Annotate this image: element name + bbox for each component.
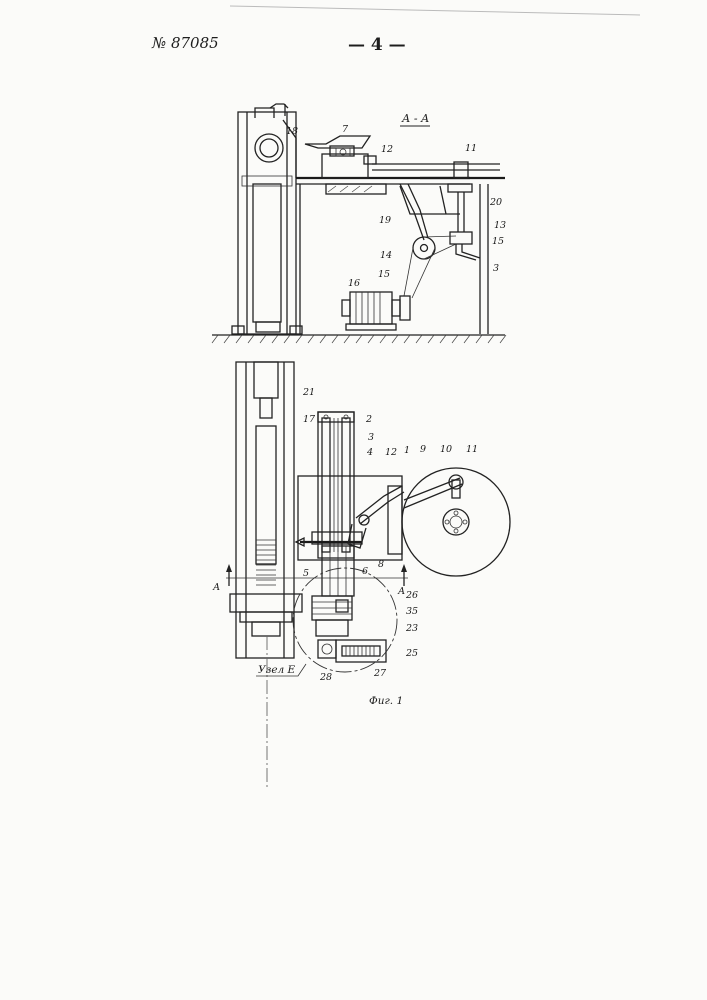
label-16: 16	[348, 278, 360, 289]
label-15-top: 15	[492, 236, 504, 247]
scan-line	[230, 6, 640, 15]
detail-label: Узел Е	[258, 664, 296, 676]
label-12-bottom: 12	[385, 447, 397, 458]
label-9: 9	[420, 444, 426, 455]
label-4: 4	[366, 447, 373, 458]
label-18: 18	[286, 126, 298, 137]
label-13: 13	[494, 220, 506, 231]
label-15-belt: 15	[378, 269, 390, 280]
section-mark-right: А	[397, 586, 405, 597]
label-19: 19	[379, 215, 391, 226]
label-23: 23	[405, 623, 418, 634]
label-6: 6	[362, 566, 368, 577]
label-8: 8	[378, 559, 384, 570]
label-2: 2	[365, 414, 372, 425]
label-27: 27	[373, 668, 387, 679]
label-25: 25	[405, 648, 418, 659]
label-12-top: 12	[381, 144, 393, 155]
label-3-bottom: 3	[368, 432, 374, 443]
label-10: 10	[440, 444, 452, 455]
label-21: 21	[302, 387, 315, 398]
label-11-top: 11	[465, 143, 477, 154]
label-3-top: 3	[493, 263, 499, 274]
label-11-bottom: 11	[466, 444, 478, 455]
section-title: А - А	[401, 112, 429, 125]
figure-caption: Фиг. 1	[369, 695, 403, 707]
label-5: 5	[303, 568, 309, 579]
label-17: 17	[303, 414, 316, 425]
label-7: 7	[342, 124, 349, 135]
label-1: 1	[404, 445, 410, 456]
label-35: 35	[406, 606, 418, 617]
section-mark-left: А	[212, 582, 220, 593]
part-labels: 18 7 12 11 20 13 15 3 19 14 15 16 21 17 …	[212, 124, 506, 683]
label-20: 20	[489, 197, 502, 208]
label-14: 14	[380, 250, 392, 261]
label-28: 28	[319, 672, 332, 683]
section-view	[212, 104, 506, 343]
label-26: 26	[405, 590, 418, 601]
